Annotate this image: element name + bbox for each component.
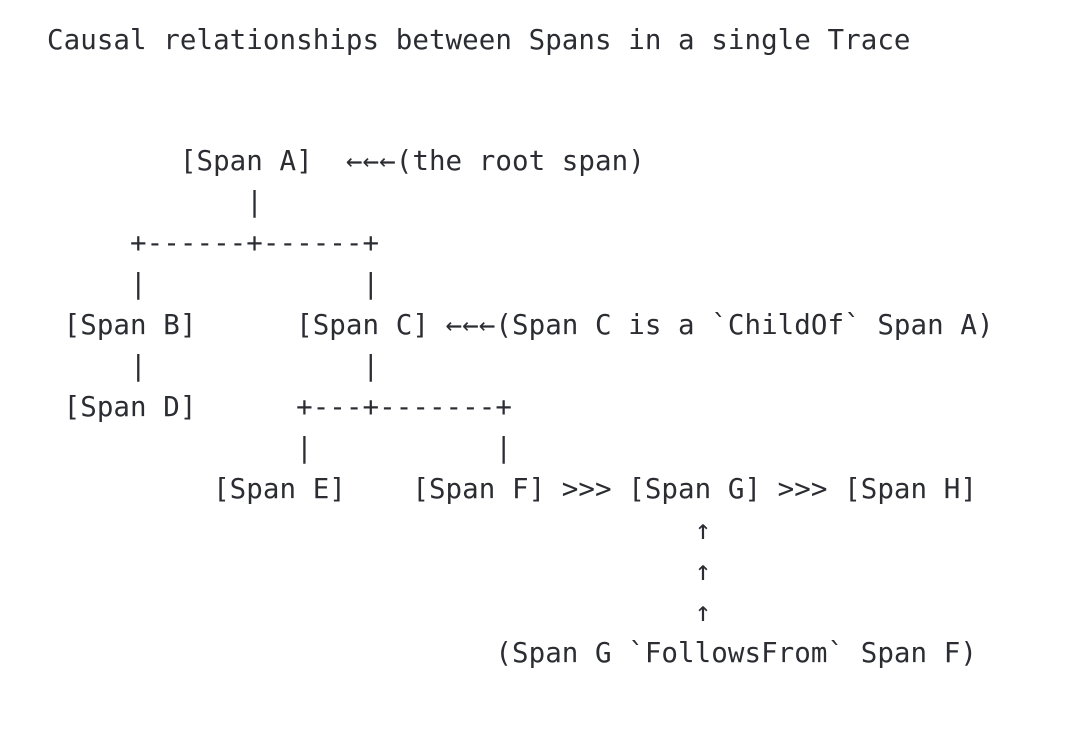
- diagram-line-up-arrow-2: ↑: [47, 555, 712, 587]
- diagram-line-bc-stems: | |: [47, 268, 380, 300]
- diagram-line-bd-stems: | |: [47, 350, 380, 382]
- diagram-line-up-arrow-3: ↑: [47, 596, 712, 628]
- ascii-diagram: [Span A] ←←←(the root span) | +------+--…: [47, 141, 994, 674]
- diagram-line-span-b-c: [Span B] [Span C] ←←←(Span C is a `Child…: [47, 309, 994, 341]
- diagram-line-span-d-c-branch: [Span D] +---+-------+: [47, 391, 512, 423]
- page-title: Causal relationships between Spans in a …: [47, 24, 911, 56]
- diagram-line-ef-stems: | |: [47, 432, 512, 464]
- diagram-line-span-a: [Span A] ←←←(the root span): [47, 145, 645, 177]
- diagram-line-up-arrow-1: ↑: [47, 514, 712, 546]
- diagram-line-follows-from-note: (Span G `FollowsFrom` Span F): [47, 637, 977, 669]
- diagram-line-a-branch: +------+------+: [47, 227, 380, 259]
- diagram-line-a-stem: |: [47, 186, 263, 218]
- diagram-line-span-e-f-g-h: [Span E] [Span F] >>> [Span G] >>> [Span…: [47, 473, 977, 505]
